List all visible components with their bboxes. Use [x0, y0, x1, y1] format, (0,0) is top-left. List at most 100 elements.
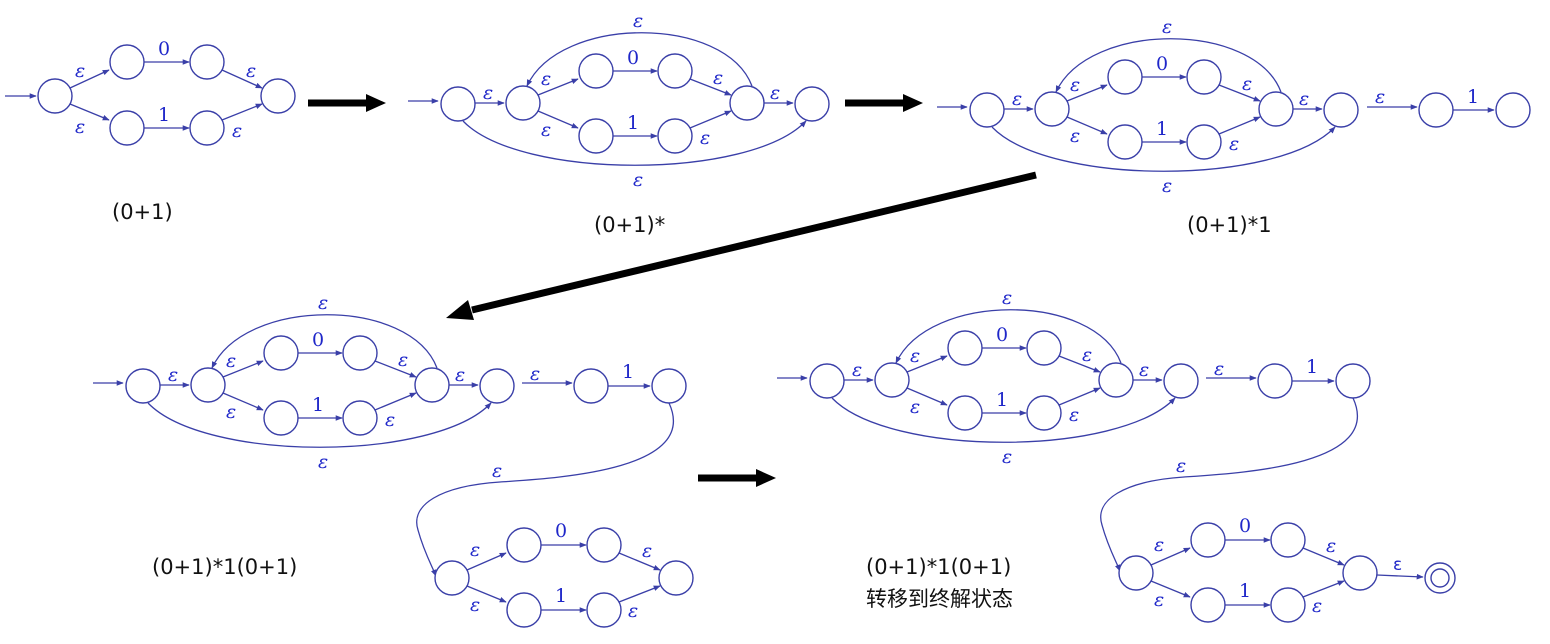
state: [1270, 587, 1306, 623]
edge-label: ε: [541, 68, 551, 90]
state: [657, 118, 693, 154]
edge-label: ε: [1002, 287, 1012, 309]
state: [190, 367, 226, 403]
state: [1107, 124, 1143, 160]
state: [263, 400, 299, 436]
edge-label: ε: [1139, 359, 1149, 381]
state: [342, 335, 378, 371]
state: [1323, 92, 1359, 128]
edge-label: 1: [627, 112, 639, 134]
edge-label: ε: [1176, 455, 1186, 477]
state: [1335, 363, 1371, 399]
edge-label: ε: [1154, 589, 1164, 611]
state: [125, 368, 161, 404]
caption-final-line2: 转移到终解状态: [866, 587, 1013, 611]
state: [1186, 59, 1222, 95]
state: [1190, 587, 1226, 623]
edge-label: ε: [470, 539, 480, 561]
accept-state-inner: [1430, 568, 1450, 588]
transition-arrow: [698, 469, 776, 487]
edge-label: ε: [318, 292, 328, 314]
state: [947, 395, 983, 431]
edge-label: ε: [770, 82, 780, 104]
edge-label: ε: [1299, 88, 1309, 110]
nfa-star: ε ε ε ε 0 1 ε ε ε ε: [408, 10, 830, 191]
edge-label: ε: [1070, 125, 1080, 147]
edge-label: ε: [75, 116, 85, 138]
state: [434, 560, 470, 596]
edge-label: ε: [1070, 74, 1080, 96]
state: [189, 44, 225, 80]
edge-label: ε: [1312, 595, 1322, 617]
edge-label: ε: [1326, 535, 1336, 557]
state: [1258, 91, 1294, 127]
edge-label: ε: [75, 60, 85, 82]
edge-label: 0: [555, 520, 567, 542]
state: [1034, 91, 1070, 127]
state: [969, 92, 1005, 128]
edge-label: ε: [318, 451, 328, 473]
edge-label: ε: [1154, 534, 1164, 556]
edge-label: 1: [1467, 86, 1479, 108]
edge-label: ε: [385, 409, 395, 431]
edge-label: 0: [996, 324, 1008, 346]
state: [794, 86, 830, 122]
transition-arrow-diagonal: [446, 171, 1037, 320]
state: [1342, 555, 1378, 591]
edge-label: ε: [1214, 358, 1224, 380]
nfa-star-concat-1: ε ε ε ε 0 1 ε ε ε ε 1 ε: [937, 16, 1531, 197]
state: [1098, 362, 1134, 398]
edge-label: ε: [713, 67, 723, 89]
state: [342, 400, 378, 436]
caption-star: (0+1)*: [594, 213, 665, 237]
edge-label: ε: [910, 345, 920, 367]
state: [1163, 363, 1199, 399]
edge-label: ε: [852, 359, 862, 381]
state: [1026, 395, 1062, 431]
edge-label: ε: [168, 364, 178, 386]
state: [506, 527, 542, 563]
edge-label: 1: [1306, 356, 1318, 378]
state: [1186, 124, 1222, 160]
edge-label: 0: [1156, 53, 1168, 75]
edge-label: ε: [633, 10, 643, 32]
state: [505, 85, 541, 121]
edge-label: ε: [1242, 73, 1252, 95]
edge-label: ε: [628, 600, 638, 622]
state: [1495, 92, 1531, 128]
state: [189, 110, 225, 146]
edge-label: ε: [492, 460, 502, 482]
edge-label: ε: [483, 82, 493, 104]
edge-label: ε: [642, 540, 652, 562]
edge-label: ε: [1162, 175, 1172, 197]
edge-label: ε: [910, 396, 920, 418]
state: [1418, 92, 1454, 128]
edge-label: ε: [1002, 446, 1012, 468]
state: [37, 78, 73, 114]
nfa-union: ε ε 0 1 ε ε: [5, 38, 296, 146]
transition-arrow: [308, 94, 386, 112]
state: [658, 560, 694, 596]
edge-label: ε: [226, 350, 236, 372]
edge-label: ε: [633, 169, 643, 191]
state: [414, 367, 450, 403]
nfa-final: ε ε ε ε 0 1 ε ε ε ε 1 ε ε ε ε 0 1 ε ε ε: [777, 287, 1456, 623]
edge-label: 0: [627, 47, 639, 69]
state: [651, 368, 687, 404]
edge-label: ε: [1375, 86, 1385, 108]
edge-label: ε: [1069, 404, 1079, 426]
state: [260, 78, 296, 114]
state: [1270, 522, 1306, 558]
state: [109, 44, 145, 80]
caption-union: (0+1): [112, 200, 173, 224]
edge-label: 1: [622, 361, 634, 383]
edge-label: ε: [226, 401, 236, 423]
edge-label: ε: [398, 349, 408, 371]
state: [1257, 363, 1293, 399]
state: [586, 527, 622, 563]
edge-label: ε: [530, 363, 540, 385]
edge-label: 1: [555, 585, 567, 607]
edge-label: ε: [232, 120, 242, 142]
state: [263, 335, 299, 371]
